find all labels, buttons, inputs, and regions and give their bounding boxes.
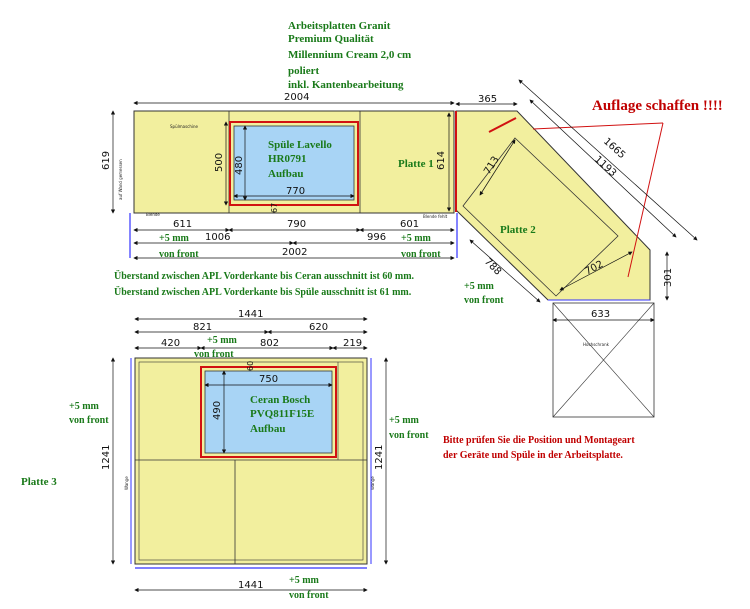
- front-offset-left-2: von front: [69, 415, 109, 426]
- platte-2: Platte 2 Auflage schaffen !!!! 365 1665 …: [455, 79, 723, 418]
- ceran-label-3: Aufbau: [250, 423, 285, 435]
- platte-1: Spüle Lavello HR0791 Aufbau Platte 1 Spü…: [101, 92, 458, 261]
- platte-3-label: Platte 3: [21, 476, 57, 488]
- dim-619: 619: [101, 151, 112, 170]
- front-offset-left-1: +5 mm: [159, 233, 190, 244]
- dim-500: 500: [214, 153, 225, 172]
- dim-1241-right: 1241: [374, 445, 385, 470]
- front-offset-bottom-1: +5 mm: [289, 575, 320, 586]
- dim-67: 67: [270, 203, 279, 213]
- front-offset-right-2: von front: [389, 430, 429, 441]
- dim-750: 750: [259, 374, 278, 385]
- sink-label-3: Aufbau: [268, 168, 303, 180]
- note-spuele: Überstand zwischen APL Vorderkante bis S…: [114, 285, 412, 298]
- dim-614: 614: [436, 151, 447, 170]
- alert-text: Auflage schaffen !!!!: [592, 98, 723, 114]
- dim-1006: 1006: [205, 232, 230, 243]
- header-line-3: Millennium Cream 2,0 cm: [288, 49, 411, 61]
- check-note-2: der Geräte und Spüle in der Arbeitsplatt…: [443, 450, 623, 461]
- dim-620: 620: [309, 322, 328, 333]
- blende-note: Blende: [146, 212, 160, 217]
- wall-measured-note: auf Wand gemessen: [118, 159, 123, 200]
- front-offset-2: von front: [464, 295, 504, 306]
- dim-821: 821: [193, 322, 212, 333]
- front-offset-left-2: von front: [159, 249, 199, 260]
- dim-60: 60: [246, 361, 255, 371]
- dim-790: 790: [287, 219, 306, 230]
- dim-line: [469, 239, 541, 303]
- platte-2-slab: [455, 110, 651, 301]
- dim-301: 301: [663, 268, 674, 287]
- front-offset-bottom-2: von front: [289, 590, 329, 601]
- dim-2002: 2002: [282, 247, 307, 258]
- dim-2004: 2004: [284, 92, 309, 103]
- dim-633: 633: [591, 309, 610, 320]
- dim-480: 480: [234, 156, 245, 175]
- front-offset-1: +5 mm: [464, 281, 495, 292]
- platte-1-label: Platte 1: [398, 158, 434, 170]
- sink-label-2: HR0791: [268, 153, 307, 165]
- red-edge: [488, 117, 517, 133]
- header-line-5: inkl. Kantenbearbeitung: [288, 79, 404, 91]
- front-offset-right-1: +5 mm: [401, 233, 432, 244]
- sink-cutout-outline: [229, 121, 359, 206]
- header-line-4: poliert: [288, 65, 319, 77]
- dim-611: 611: [173, 219, 192, 230]
- blende-missing-note: Blende fehlt: [423, 214, 448, 219]
- ceran-label-2: PVQ811F15E: [250, 408, 314, 420]
- dim-788: 788: [482, 256, 503, 277]
- ceran-label-1: Ceran Bosch: [250, 394, 310, 406]
- check-note-1: Bitte prüfen Sie die Position und Montag…: [443, 435, 635, 446]
- header-line-1: Arbeitsplatten Granit: [288, 20, 391, 32]
- front-offset-right-1: +5 mm: [389, 415, 420, 426]
- dim-219: 219: [343, 338, 362, 349]
- dim-line: [529, 99, 677, 238]
- dim-802: 802: [260, 338, 279, 349]
- dim-490: 490: [212, 401, 223, 420]
- wange-note-right: Wange: [370, 476, 375, 490]
- platte-2-label: Platte 2: [500, 224, 536, 236]
- front-offset-right-2: von front: [401, 249, 441, 260]
- dim-996: 996: [367, 232, 386, 243]
- wange-note-left: Wange: [124, 476, 129, 490]
- platte-3: Ceran Bosch PVQ811F15E Aufbau Platte 3 W…: [21, 309, 429, 601]
- sink-label-1: Spüle Lavello: [268, 139, 332, 151]
- front-offset-top-2: von front: [194, 349, 234, 360]
- note-ceran: Überstand zwischen APL Vorderkante bis C…: [114, 269, 415, 282]
- dim-line: [559, 251, 633, 291]
- alert-pointer: [532, 122, 664, 130]
- dim-420: 420: [161, 338, 180, 349]
- sink-cutout: [233, 125, 355, 201]
- front-offset-top-1: +5 mm: [207, 335, 238, 346]
- header-block: Arbeitsplatten Granit Premium Qualität M…: [288, 20, 411, 91]
- header-line-2: Premium Qualität: [288, 33, 374, 45]
- dim-1241-left: 1241: [101, 445, 112, 470]
- tall-cabinet-note: Hochschrank: [583, 342, 610, 347]
- dim-770: 770: [286, 186, 305, 197]
- dim-601: 601: [400, 219, 419, 230]
- dim-line: [479, 139, 516, 196]
- front-offset-left-1: +5 mm: [69, 401, 100, 412]
- dim-365: 365: [478, 94, 497, 105]
- dim-1441-bottom: 1441: [238, 580, 263, 591]
- dim-1441-top: 1441: [238, 309, 263, 320]
- platte-3-inner: [138, 361, 364, 561]
- ceran-cutout-outline: [200, 366, 337, 458]
- dishwasher-note: Spülmaschine: [170, 124, 199, 129]
